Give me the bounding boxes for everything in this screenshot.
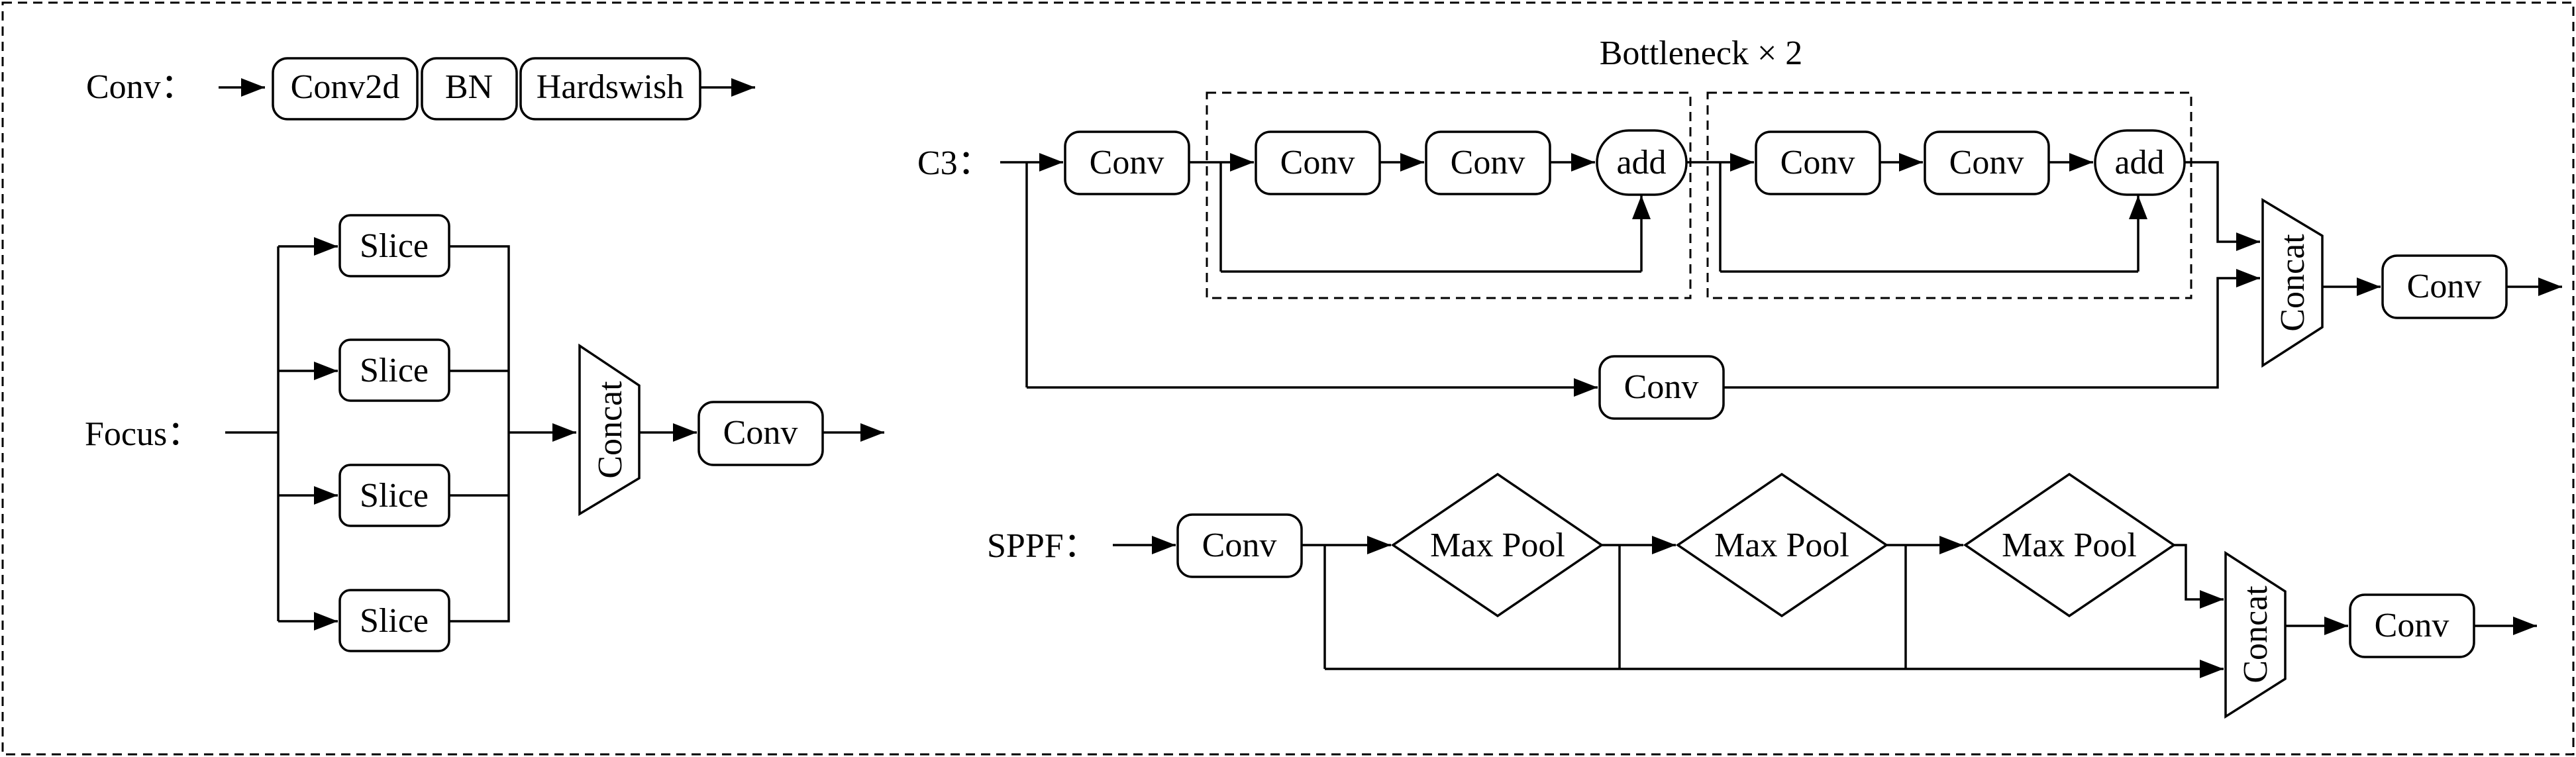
b1-conv1-label: Conv: [1280, 144, 1355, 181]
bottleneck-1-frame: [1206, 91, 1692, 299]
c3-concat-label: Concat: [2274, 234, 2312, 332]
focus-concat-label: Concat: [592, 381, 629, 479]
maxpool-3-label: Max Pool: [2002, 527, 2137, 564]
slice-label-4: Slice: [360, 602, 429, 640]
focus-section: Focus： Slice Slice Slice Slice Concat Co…: [85, 214, 884, 652]
c3-output-conv-label: Conv: [2407, 268, 2482, 305]
bottleneck-2-frame: [1706, 91, 2192, 299]
c3-input-conv-label: Conv: [1090, 144, 1164, 181]
sppf-output-conv-label: Conv: [2375, 607, 2449, 644]
focus-concat-block: [578, 343, 641, 517]
c3-label: C3：: [917, 144, 992, 182]
c3-concat-block: [2261, 197, 2324, 368]
focus-conv-label: Conv: [723, 414, 798, 452]
b2-add-label: add: [2114, 144, 2164, 181]
b2-conv2-label: Conv: [1949, 144, 2024, 181]
maxpool-2-label: Max Pool: [1714, 527, 1849, 564]
sppf-concat-label: Concat: [2237, 585, 2275, 683]
sppf-concat-block: [2224, 550, 2287, 719]
sppf-section: SPPF： Conv Max Pool Max Pool Max Pool Co…: [987, 472, 2537, 719]
hardswish-box: [519, 57, 701, 121]
hardswish-label: Hardswish: [537, 68, 684, 106]
b1-add-label: add: [1616, 144, 1666, 181]
slice-label-1: Slice: [360, 227, 429, 265]
conv2d-label: Conv2d: [291, 68, 400, 106]
b2-conv1-label: Conv: [1780, 144, 1855, 181]
bn-label: BN: [445, 68, 493, 106]
conv2d-box: [272, 57, 419, 121]
sppf-input-conv-label: Conv: [1202, 527, 1277, 564]
conv-section: Conv： Conv2d BN Hardswish: [86, 57, 755, 121]
c3-shortcut-conv-label: Conv: [1624, 368, 1699, 406]
slice-label-2: Slice: [360, 352, 429, 389]
sppf-label: SPPF：: [987, 527, 1098, 565]
bn-box: [421, 57, 518, 121]
c3-section: C3： Bottleneck × 2 Conv Conv Conv add Co…: [917, 34, 2562, 420]
focus-label: Focus：: [85, 415, 201, 453]
slice-label-3: Slice: [360, 477, 429, 515]
maxpool-1-label: Max Pool: [1430, 527, 1565, 564]
bottleneck-title: Bottleneck × 2: [1600, 34, 1803, 72]
conv-label: Conv：: [86, 68, 195, 106]
b1-conv2-label: Conv: [1451, 144, 1525, 181]
